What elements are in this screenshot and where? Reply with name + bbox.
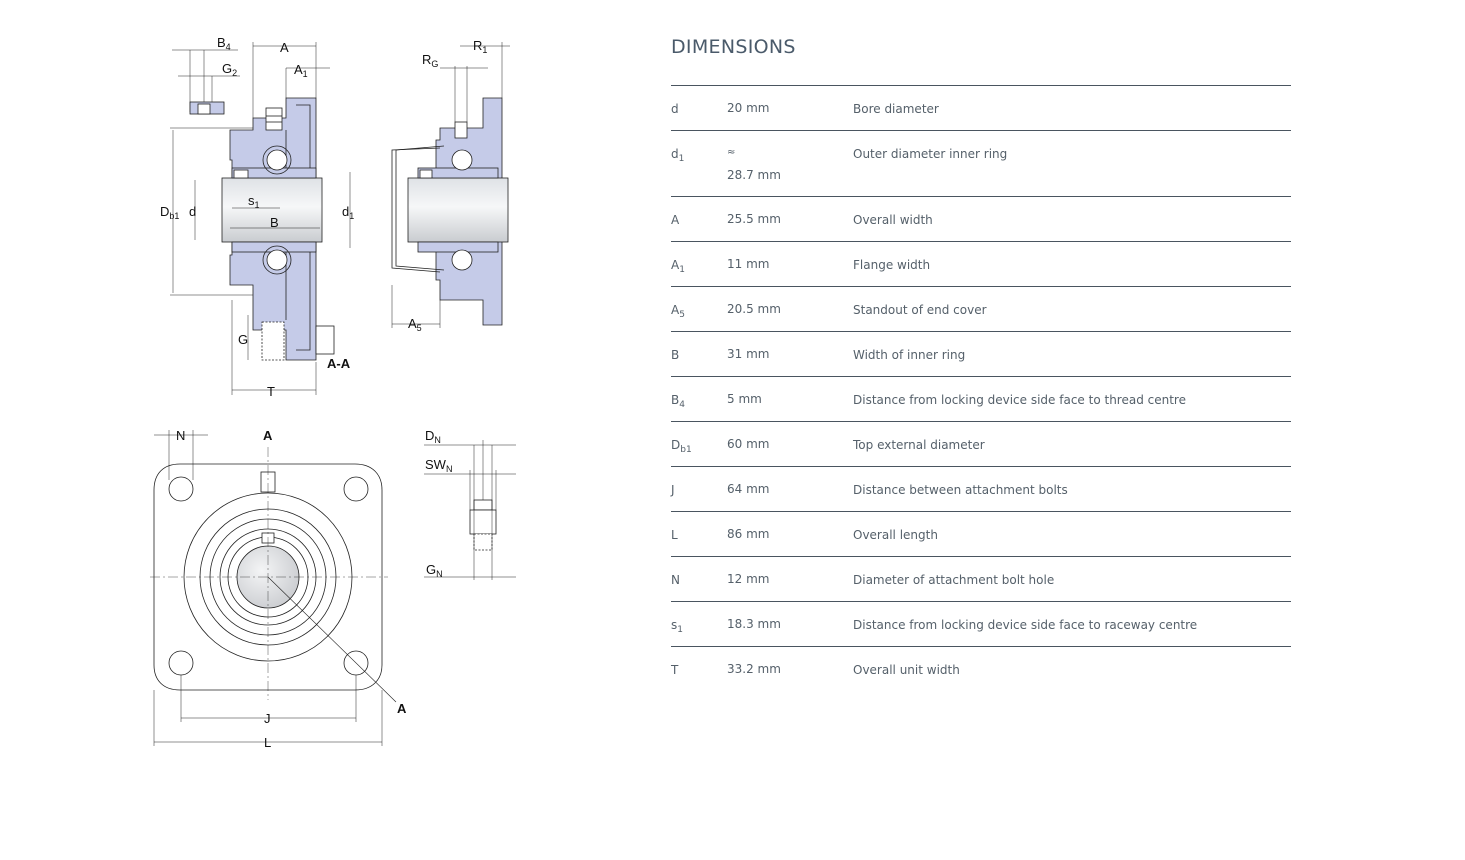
front-view <box>150 430 397 746</box>
dimension-row: A1 11 mm Flange width <box>671 241 1291 286</box>
dimension-row: A5 20.5 mm Standout of end cover <box>671 286 1291 331</box>
dimension-description: Top external diameter <box>853 438 985 452</box>
dimension-value: 20.5 mm <box>727 302 781 316</box>
dimension-symbol: d1 <box>671 147 685 164</box>
dimension-description: Diameter of attachment bolt hole <box>853 573 1055 587</box>
dimension-value: 60 mm <box>727 437 770 451</box>
label-a: A <box>280 40 289 55</box>
svg-text:DN: DN <box>425 428 441 445</box>
label-section-a-a: A-A <box>327 356 351 371</box>
dimension-symbol: A1 <box>671 258 685 275</box>
dimensions-section: DIMENSIONS d 20 mm Bore diameter d1 ≈28.7 mm… <box>671 36 1291 691</box>
dimension-row: B4 5 mm Distance from locking device side … <box>671 376 1291 421</box>
dimension-symbol: A5 <box>671 303 685 320</box>
dimension-symbol: A <box>671 213 680 227</box>
label-d1: d <box>342 204 349 219</box>
dimension-description: Standout of end cover <box>853 303 987 317</box>
dimension-value: 5 mm <box>727 392 762 406</box>
dimension-symbol: L <box>671 528 678 542</box>
dimension-value: 31 mm <box>727 347 770 361</box>
dimension-description: Outer diameter inner ring <box>853 147 1008 161</box>
section-view-labels: B4 G2 A A1 Db1 d s1 d1 B G A-A T <box>160 35 354 399</box>
dimension-symbol: B4 <box>671 393 685 410</box>
svg-text:SWN: SWN <box>425 457 452 474</box>
dimension-description: Overall length <box>853 528 938 542</box>
dimension-row: N 12 mm Diameter of attachment bolt hole <box>671 556 1291 601</box>
svg-text:s1: s1 <box>248 193 260 210</box>
label-a5: A <box>408 316 417 331</box>
dimension-row: B 31 mm Width of inner ring <box>671 331 1291 376</box>
grease-nipple-labels: DN SWN GN <box>425 428 452 579</box>
svg-text:d1: d1 <box>342 204 354 221</box>
label-a1: A <box>294 62 303 77</box>
dimension-value: ≈28.7 mm <box>727 147 781 182</box>
label-a-top: A <box>263 428 273 443</box>
dimension-symbol: Db1 <box>671 438 692 455</box>
dimension-row: s1 18.3 mm Distance from locking device si… <box>671 601 1291 646</box>
dimension-description: Overall unit width <box>853 663 960 677</box>
dimension-symbol: J <box>671 483 675 497</box>
dimension-symbol: T <box>671 663 679 677</box>
front-view-labels: N A J L A <box>176 428 407 750</box>
dimension-row: d 20 mm Bore diameter <box>671 85 1291 130</box>
dimension-row: d1 ≈28.7 mm Outer diameter inner ring <box>671 130 1291 196</box>
dimension-value: 12 mm <box>727 572 770 586</box>
label-j: J <box>264 711 271 726</box>
svg-text:A1: A1 <box>294 62 308 79</box>
svg-text:GN: GN <box>426 562 443 579</box>
label-g2: G <box>222 61 232 76</box>
dimension-description: Distance from locking device side face t… <box>853 618 1198 632</box>
dimension-value: 11 mm <box>727 257 770 271</box>
section-view-end-cover <box>391 42 510 328</box>
label-g: G <box>238 332 248 347</box>
svg-text:G2: G2 <box>222 61 237 78</box>
label-dn: D <box>425 428 434 443</box>
label-l: L <box>264 735 271 750</box>
svg-text:B4: B4 <box>217 35 231 52</box>
svg-text:A5: A5 <box>408 316 422 333</box>
svg-text:RG: RG <box>422 52 438 69</box>
label-db1: D <box>160 204 169 219</box>
label-rg: R <box>422 52 431 67</box>
label-a-diag: A <box>397 701 407 716</box>
dimension-symbol: B <box>671 348 680 362</box>
dimension-description: Width of inner ring <box>853 348 966 362</box>
dimension-description: Overall width <box>853 213 933 227</box>
dimension-value: 25.5 mm <box>727 212 781 226</box>
grease-nipple-detail <box>424 440 516 580</box>
label-r1: R <box>473 38 482 53</box>
dimensions-table: d 20 mm Bore diameter d1 ≈28.7 mm Outer diame… <box>671 85 1291 691</box>
dimension-value: 18.3 mm <box>727 617 781 631</box>
bearing-unit-drawing: B4 G2 A A1 Db1 d s1 d1 B G A-A T RG R1 <box>150 35 516 750</box>
dimension-description: Flange width <box>853 258 931 272</box>
label-b: B <box>270 215 279 230</box>
dimension-symbol: s1 <box>671 618 683 635</box>
dimension-description: Bore diameter <box>853 102 939 116</box>
dimension-value: 20 mm <box>727 101 770 115</box>
dimension-row: L 86 mm Overall length <box>671 511 1291 556</box>
label-t: T <box>267 384 275 399</box>
label-d: d <box>189 204 196 219</box>
end-cover-labels: RG R1 A5 <box>408 38 487 333</box>
section-view-a-a <box>170 42 351 395</box>
dimension-symbol: N <box>671 573 680 587</box>
svg-text:Db1: Db1 <box>160 204 179 221</box>
dimension-description: Distance from locking device side face t… <box>853 393 1186 407</box>
label-swn: SW <box>425 457 447 472</box>
dimension-row: J 64 mm Distance between attachment bolts <box>671 466 1291 511</box>
label-gn: G <box>426 562 436 577</box>
dimension-row: A 25.5 mm Overall width <box>671 196 1291 241</box>
label-n: N <box>176 428 185 443</box>
dimension-row: T 33.2 mm Overall unit width <box>671 646 1291 691</box>
dimension-value: 86 mm <box>727 527 770 541</box>
dimension-description: Distance between attachment bolts <box>853 483 1068 497</box>
dimension-value: 33.2 mm <box>727 662 781 676</box>
dimension-row: Db1 60 mm Top external diameter <box>671 421 1291 466</box>
svg-text:R1: R1 <box>473 38 487 55</box>
dimension-value: 64 mm <box>727 482 770 496</box>
label-b4: B <box>217 35 226 50</box>
label-s1: s <box>248 193 255 208</box>
dimensions-heading: DIMENSIONS <box>671 36 796 58</box>
dimension-symbol: d <box>671 102 679 116</box>
